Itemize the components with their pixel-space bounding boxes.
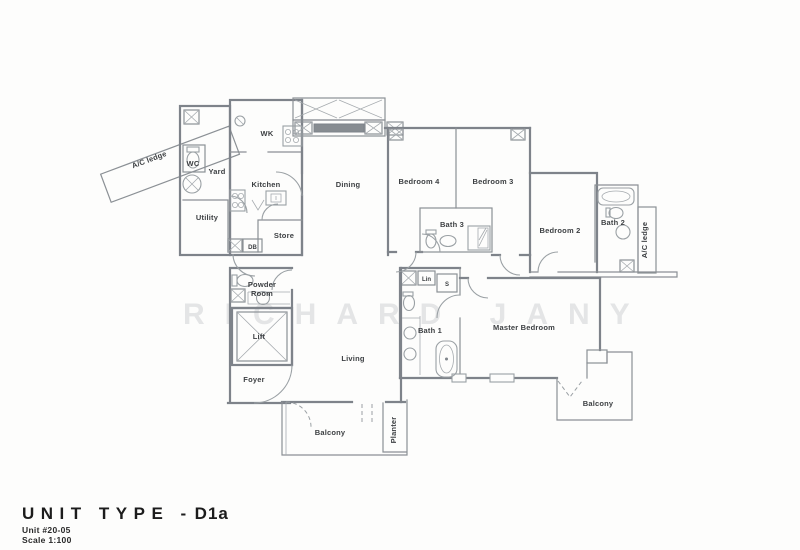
bath3-door-arc — [421, 233, 441, 253]
label-kitchen: Kitchen — [252, 180, 281, 189]
xbox-ac-right — [619, 259, 635, 273]
bathtub-icon-bath1 — [435, 340, 458, 378]
toilet-icon-powder — [231, 273, 254, 288]
label-bedroom2: Bedroom 2 — [540, 226, 581, 235]
bath1-door-arc — [436, 294, 461, 319]
label-bath3: Bath 3 — [440, 220, 464, 229]
title-block: UNIT TYPE -D1a Unit #20-05 Scale 1:100 — [22, 504, 229, 545]
label-yard: Yard — [208, 167, 225, 176]
bedroom3-door-arc — [499, 254, 521, 276]
balcony-main-outline — [281, 399, 408, 456]
label-powder-2: Room — [251, 289, 273, 298]
window-xbox-bedroom4 — [388, 128, 404, 141]
window-xbox-bedroom3 — [510, 128, 526, 141]
store-door-arc — [261, 203, 279, 221]
label-wk: WK — [261, 129, 274, 138]
label-wc: WC — [187, 159, 200, 168]
label-living: Living — [341, 354, 365, 363]
bedroom2-outline — [528, 171, 599, 274]
powder-door-arc — [271, 269, 293, 291]
toilet-icon-bath1 — [402, 291, 416, 312]
lift-car-outline — [236, 311, 288, 362]
bay-window — [292, 97, 404, 137]
watermark-text: RICHARD JANY — [183, 298, 650, 331]
hob-icon — [229, 189, 246, 212]
basin-icon-powder — [247, 290, 290, 306]
label-ac-ledge-left: A/C ledge — [131, 149, 168, 170]
master-window-mark-2 — [489, 373, 515, 383]
label-dining: Dining — [336, 180, 361, 189]
kitchen-block-outline — [228, 98, 304, 257]
label-shaft: S — [445, 282, 449, 288]
xbox-ac-yard — [183, 109, 200, 125]
label-ac-ledge-right: A/C ledge — [640, 222, 649, 258]
scale-note: Scale 1:100 — [22, 535, 72, 545]
entry-door-arc — [232, 253, 256, 277]
label-bedroom4: Bedroom 4 — [399, 177, 441, 186]
label-lin: Lin — [422, 277, 431, 283]
label-db: DB — [248, 245, 257, 251]
basin-icon-bath2 — [615, 224, 631, 240]
store-outline — [257, 219, 303, 253]
master-door-arc — [467, 277, 489, 299]
xbox-powder — [230, 288, 246, 303]
label-powder-1: Powder — [248, 280, 276, 289]
label-lift: Lift — [253, 332, 266, 341]
lin-box — [417, 270, 436, 286]
bedroom2-door-arc — [537, 251, 559, 273]
label-planter: Planter — [389, 417, 398, 444]
master-window-mark-1 — [451, 373, 467, 383]
unit-type-title: UNIT TYPE -D1a — [22, 504, 229, 523]
walls — [99, 97, 678, 456]
xbox-entry — [227, 238, 243, 253]
lift-cross — [236, 311, 288, 362]
fixtures — [182, 109, 635, 378]
label-bedroom3: Bedroom 3 — [473, 177, 514, 186]
balcony-sliding-door-marks — [361, 404, 373, 424]
master-column — [586, 349, 608, 364]
door-arcs — [229, 171, 559, 428]
kitchen-island — [265, 190, 287, 206]
sink-icon-wk — [282, 125, 303, 147]
unit-number: Unit #20-05 — [22, 525, 71, 535]
vanity-icon-bath1 — [402, 316, 421, 375]
basin-icon-bath3 — [439, 234, 457, 248]
title-unit: D1a — [195, 504, 229, 523]
label-balcony-main: Balcony — [315, 428, 346, 437]
shaft-box — [436, 273, 458, 293]
db-box — [242, 238, 263, 253]
bedroom4-door-arc — [395, 251, 417, 273]
room-labels: A/C ledge WC Yard Utility WK Kitchen Sto… — [131, 129, 649, 443]
label-balcony-master: Balcony — [583, 399, 614, 408]
foyer-door-arc — [253, 364, 293, 404]
title-spaced: UNIT TYPE - — [22, 504, 193, 523]
label-master: Master Bedroom — [493, 323, 555, 332]
ac-ledge-left-outline — [99, 125, 241, 204]
label-utility: Utility — [196, 213, 219, 222]
toilet-icon-bath3 — [425, 229, 437, 249]
balcony-master-door-mark — [557, 380, 583, 398]
kitchen-dining-door-arc — [275, 171, 303, 197]
floor-trap-icon — [234, 115, 246, 127]
lift-shaft-outline — [230, 306, 294, 367]
shower-icon-bath3 — [467, 225, 491, 251]
utility-door-mark — [251, 199, 265, 211]
toilet-icon-wc — [186, 146, 200, 169]
wc-outline — [182, 144, 206, 173]
balcony-door-arc — [285, 401, 312, 428]
corridor-south-wall — [529, 271, 678, 278]
label-foyer: Foyer — [243, 375, 264, 384]
label-bath1: Bath 1 — [418, 326, 442, 335]
bath3-outline — [419, 207, 493, 253]
xbox-lin — [400, 270, 417, 286]
label-store: Store — [274, 231, 294, 240]
utility-outline — [182, 199, 229, 253]
label-bath2: Bath 2 — [601, 218, 625, 227]
bathtub-icon-bath2 — [597, 187, 635, 206]
washer-icon — [182, 174, 202, 194]
balcony-master-outline — [556, 351, 633, 421]
ac-ledge-right-outline — [637, 206, 657, 274]
toilet-icon-bath2 — [605, 206, 624, 220]
